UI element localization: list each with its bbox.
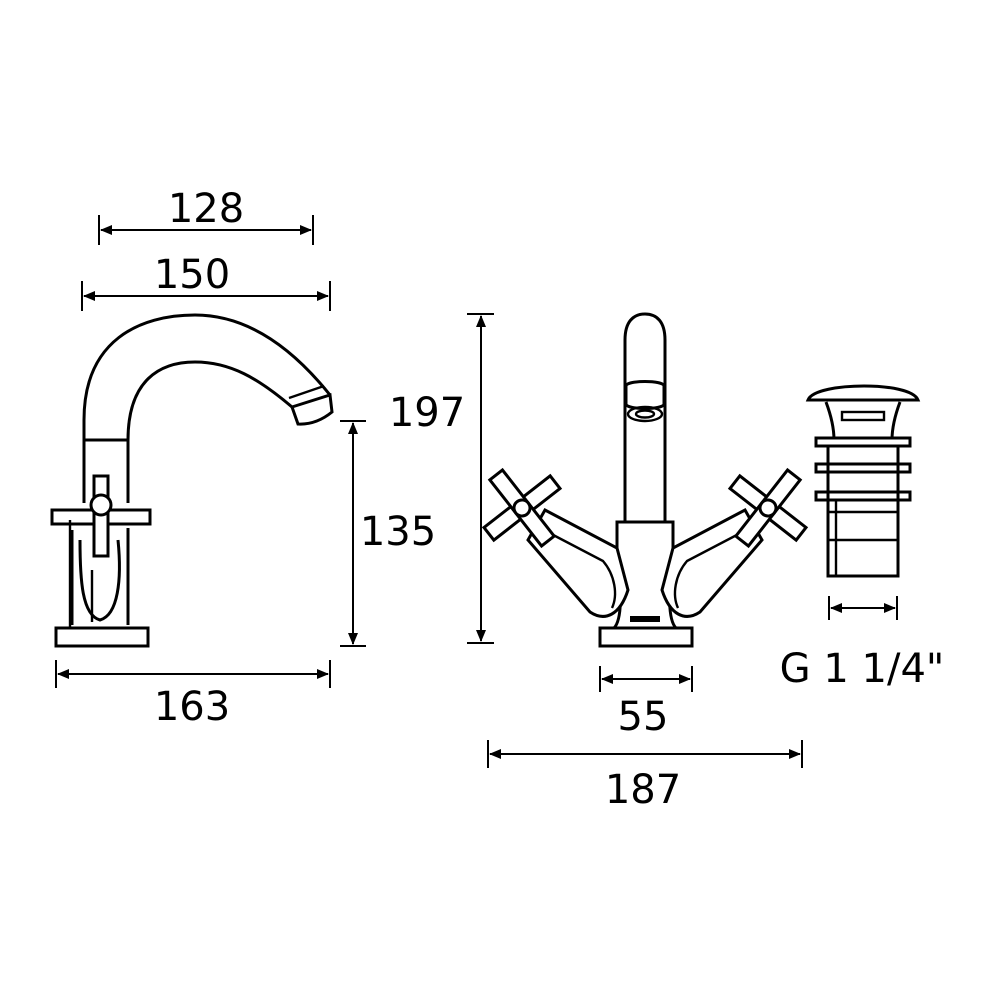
side-view-tap bbox=[50, 313, 334, 648]
front-view-tap bbox=[481, 312, 809, 648]
dimension-base-width: 55 bbox=[599, 666, 693, 740]
waste-fitting bbox=[805, 384, 921, 578]
dimension-overall-height: 197 bbox=[389, 313, 494, 644]
dimension-label-150: 150 bbox=[154, 252, 230, 298]
dimension-overall-width: 187 bbox=[487, 740, 803, 813]
dimension-label-163: 163 bbox=[154, 684, 230, 730]
dimension-top-width: 150 bbox=[81, 252, 331, 311]
dimension-label-197: 197 bbox=[389, 390, 465, 436]
dimension-base-depth: 163 bbox=[55, 660, 331, 730]
dimension-label-187: 187 bbox=[605, 767, 681, 813]
dimension-spout-reach: 128 bbox=[98, 186, 314, 245]
dimension-label-thread: G 1 1/4" bbox=[780, 646, 945, 692]
dimension-waste-thread: G 1 1/4" bbox=[780, 596, 945, 692]
dimension-label-55: 55 bbox=[618, 694, 669, 740]
dimension-spout-height: 135 bbox=[340, 420, 436, 647]
dimension-label-128: 128 bbox=[168, 186, 244, 232]
dimension-label-135: 135 bbox=[360, 509, 436, 555]
